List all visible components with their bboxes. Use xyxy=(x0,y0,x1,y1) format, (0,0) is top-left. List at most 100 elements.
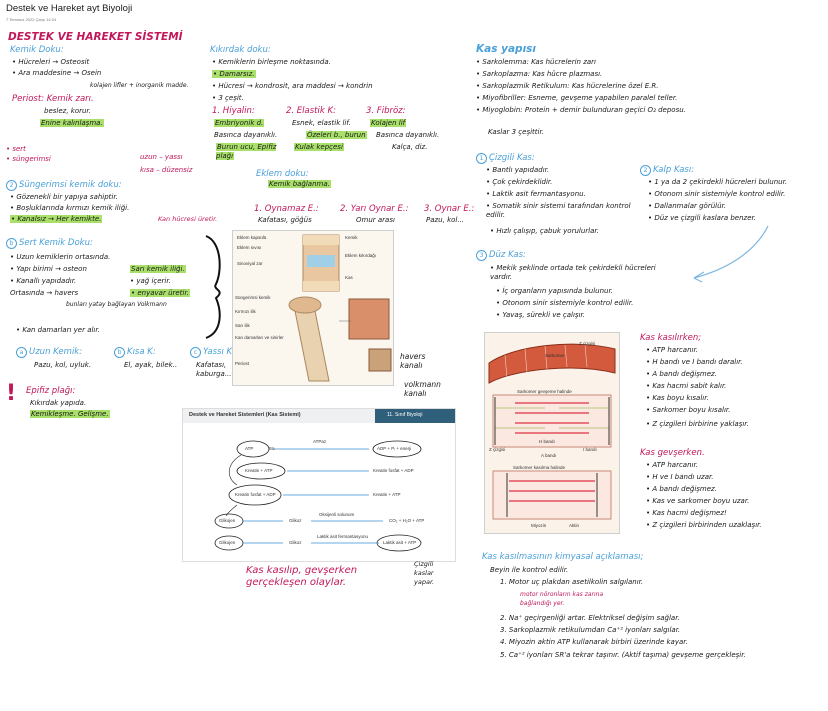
letter-c-icon: c xyxy=(190,347,201,358)
periost: Periost: Kemik zarı. xyxy=(12,94,94,104)
number-1-icon: 1 xyxy=(476,153,487,164)
kas-line: • Miyoglobin: Protein + demir bulunduran… xyxy=(476,106,686,114)
epifiz-title: Epifiz plağı: xyxy=(26,386,76,396)
sarc-label: I bandı xyxy=(583,447,597,452)
type-line: Basınca dayanıklı. xyxy=(376,131,440,139)
sert-line: • Yapı birimi → osteon xyxy=(10,265,87,273)
type-line: Esnek, elastik lif. xyxy=(292,119,351,127)
sunger-line: • Gözenekli bir yapıya sahiptir. xyxy=(10,193,118,201)
atp-diagram: Destek ve Hareket Sistemleri (Kas Sistem… xyxy=(182,408,456,562)
sarc-label: Z çizgisi xyxy=(489,447,506,452)
row-mid: Oksijenli solunum xyxy=(319,512,355,517)
fig-label: Süngerimsi kemik xyxy=(235,295,271,300)
row-left: ATP xyxy=(245,446,254,451)
duz-line: • Mekik şeklinde ortada tek çekirdekli h… xyxy=(490,264,656,281)
shape-line: kısa – düzensiz xyxy=(140,166,193,174)
kasilirken-line: • Z çizgileri birbirine yaklaşır. xyxy=(646,420,749,428)
letter-a-icon: a xyxy=(16,347,27,358)
joint-ex: Omur arası xyxy=(356,216,395,224)
sarc-label: H bandı xyxy=(539,439,555,444)
shape-line: uzun – yassı xyxy=(140,153,183,161)
sarcomere-figure: Sarkomer Z çizgisi Sarkomer gevşeme hali… xyxy=(484,332,620,534)
kikirdak-line: • Kemiklerin birleşme noktasında. xyxy=(212,58,331,66)
joint-yari: 2. Yarı Oynar E.: xyxy=(340,204,409,214)
fig-label: Eklem kıkırdağı xyxy=(345,253,377,258)
eklem-title: Eklem doku: xyxy=(256,169,309,179)
letter-b-icon: b xyxy=(114,347,125,358)
cizgili-line: • Çok çekirdeklidir. xyxy=(486,178,553,186)
fig-label: Kas xyxy=(345,275,353,280)
letter-b-icon: b xyxy=(6,238,17,249)
kalp-line: • Dallanmalar görülür. xyxy=(648,202,726,210)
kas-line: • Sarkolemma: Kas hücrelerin zarı xyxy=(476,58,596,66)
cizgili-line: • Bantlı yapıdadır. xyxy=(486,166,550,174)
kasilirken-line: • Kas boyu kısalır. xyxy=(646,394,709,402)
kikirdak-line: • 3 çeşit. xyxy=(212,94,244,102)
kikirdak-line: • Damarsız. xyxy=(212,70,256,78)
gevserken-line: • A bandı değişmez. xyxy=(646,485,717,493)
row-left: Kreatin fosfat + ADP xyxy=(235,492,276,497)
exclamation-icon: ! xyxy=(6,381,17,406)
kasilirken-line: • H bandı ve I bandı daralır. xyxy=(646,358,743,366)
type-line: Basınca dayanıklı. xyxy=(214,131,278,139)
kimyasal-line: 5. Ca⁺² iyonları SR'a tekrar taşınır. (A… xyxy=(500,651,746,659)
main-heading: DESTEK VE HAREKET SİSTEMİ xyxy=(8,31,183,43)
kasilirken-line: • A bandı değişmez. xyxy=(646,370,717,378)
cizgili-line: • Somatik sinir sistemi tarafından kontr… xyxy=(486,202,631,219)
type-hiyalin: 1. Hiyalin: xyxy=(212,106,255,116)
fig-label: Kırmızı ilik xyxy=(235,309,256,314)
row-mid: ATPaz xyxy=(313,439,327,444)
joint-oynamaz: 1. Oynamaz E.: xyxy=(254,204,319,214)
kimyasal-line: motor nöronların kas zarına bağlandığı y… xyxy=(520,591,604,607)
kind-example: El, ayak, bilek.. xyxy=(124,361,178,369)
joint-figure: Eklem kapsülü Eklem sıvısı Sinoviyal zar… xyxy=(232,230,394,386)
joint-illustration xyxy=(288,234,392,382)
gevserken-line: • ATP harcanır. xyxy=(646,461,698,469)
kemik-line: kolajen lifler + inorganik madde. xyxy=(90,82,189,89)
joint-oynar: 3. Oynar E.: xyxy=(424,204,475,214)
row-right: Kreatin fosfat + ADP xyxy=(373,468,414,473)
eklem-sub: Kemik bağlanma. xyxy=(268,180,331,188)
sarc-label: Sarkomer kasılma halinde xyxy=(513,465,566,470)
sert-line: • Kanallı yapıdadır. xyxy=(10,277,77,285)
sert-line: • yağ içerir. xyxy=(130,277,171,285)
row-mid: Laktik asit fermantasyonu xyxy=(317,534,369,539)
kas-line: • Sarkoplazmik Retikulum: Kas hücrelerin… xyxy=(476,82,659,90)
fig-label: Sarı ilik xyxy=(235,323,250,328)
joint-ex: Kafatası, göğüs xyxy=(258,216,312,224)
brace-icon xyxy=(205,235,221,339)
sarc-label: Sarkomer gevşeme halinde xyxy=(517,389,572,394)
kas-title: Kas yapısı xyxy=(476,43,537,55)
type-line: Burun ucu, Epifiz plağı xyxy=(216,143,277,160)
type-line: Kalça, diz. xyxy=(392,143,428,151)
row-right: ADP + Pᵢ + enerji xyxy=(377,446,412,451)
row-left: Glikojen xyxy=(219,518,236,523)
sunger-note: Kan hücresi üretir. xyxy=(158,215,218,223)
joint-ex: Pazu, kol... xyxy=(426,216,465,224)
arrow-icon xyxy=(693,225,769,283)
cizgili-line: • Hızlı çalışıp, çabuk yorulurlar. xyxy=(490,227,599,235)
havers-label: havers kanalı xyxy=(400,352,426,370)
number-2-icon: 2 xyxy=(6,180,17,191)
sert-line: Sarı kemik iliği. xyxy=(130,265,186,273)
row-left: Glikojen xyxy=(219,540,236,545)
kalp-line: • 1 ya da 2 çekirdekli hücreleri bulunur… xyxy=(648,178,788,186)
fig-label: Kemik xyxy=(345,235,358,240)
number-2-icon: 2 xyxy=(640,165,651,176)
fig-label: Eklem kapsülü xyxy=(237,235,267,240)
diagram-tag: 11. Sınıf Biyoloji xyxy=(387,412,423,418)
kind-example: Kafatası, kaburga... xyxy=(196,361,232,378)
diagram-caption: Kas kasılıp, gevşerken gerçekleşen olayl… xyxy=(246,565,358,588)
sunger-line: • Kanalsız → Her kemikte. xyxy=(10,215,103,223)
note-title: Destek ve Hareket ayt Biyoloji xyxy=(6,3,133,14)
fig-label: Eklem sıvısı xyxy=(237,245,262,250)
row-sub: Glikoz xyxy=(289,518,302,523)
diagram-arrows xyxy=(214,440,422,552)
duz-line: • Otonom sinir sistemiyle kontrol edilir… xyxy=(496,299,634,307)
diagram-header: Destek ve Hareket Sistemleri (Kas Sistem… xyxy=(183,409,455,423)
